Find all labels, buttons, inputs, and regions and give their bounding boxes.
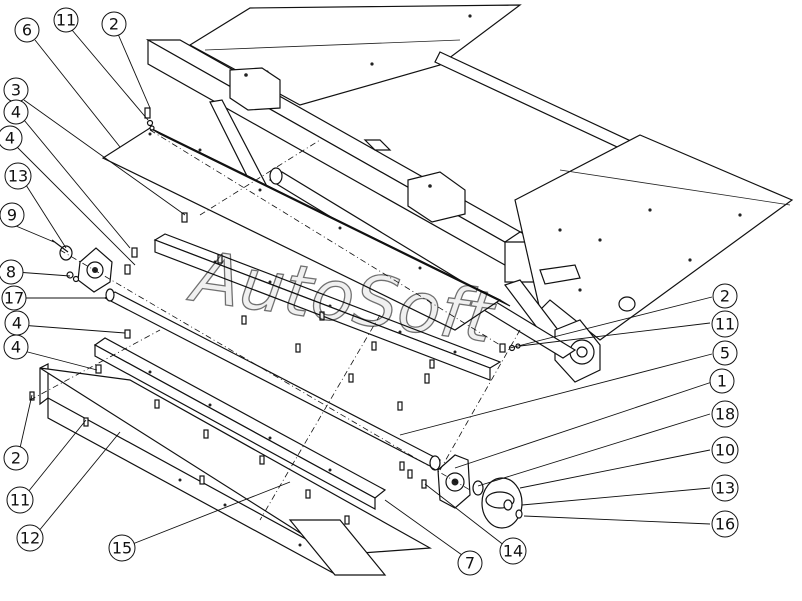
- strip-3: [153, 233, 502, 381]
- svg-text:11: 11: [10, 491, 30, 510]
- callout-2: 2: [101, 11, 127, 37]
- svg-text:13: 13: [715, 479, 735, 498]
- callout-10: 10: [711, 436, 739, 464]
- svg-text:8: 8: [6, 263, 16, 282]
- svg-text:15: 15: [112, 539, 132, 558]
- svg-text:2: 2: [11, 449, 21, 468]
- callout-11: 11: [711, 310, 739, 338]
- callout-15: 15: [108, 534, 136, 562]
- callout-6: 6: [14, 17, 40, 43]
- svg-text:13: 13: [8, 167, 28, 186]
- svg-text:2: 2: [109, 15, 119, 34]
- svg-text:10: 10: [715, 441, 735, 460]
- callout-3: 3: [3, 77, 29, 103]
- leader-lines: [15, 29, 713, 556]
- svg-text:16: 16: [715, 515, 735, 534]
- svg-text:14: 14: [503, 542, 523, 561]
- callout-2: 2: [712, 283, 738, 309]
- svg-text:6: 6: [22, 21, 32, 40]
- svg-text:4: 4: [11, 103, 21, 122]
- callout-12: 12: [16, 524, 44, 552]
- callout-4: 4: [3, 99, 29, 125]
- svg-text:1: 1: [717, 372, 727, 391]
- callout-11: 11: [6, 486, 34, 514]
- svg-text:4: 4: [11, 338, 21, 357]
- callout-17: 17: [1, 285, 27, 311]
- strip-lower: [93, 337, 387, 511]
- fasteners: [29, 107, 521, 525]
- callout-13: 13: [4, 162, 32, 190]
- svg-text:12: 12: [20, 529, 40, 548]
- callout-11: 11: [53, 7, 79, 33]
- shaft-5: [103, 288, 442, 471]
- svg-text:5: 5: [720, 344, 730, 363]
- callout-5: 5: [712, 340, 738, 366]
- svg-text:7: 7: [465, 554, 475, 573]
- svg-text:3: 3: [11, 81, 21, 100]
- callout-4: 4: [3, 334, 29, 360]
- frame-assembly: [145, 4, 794, 383]
- svg-text:4: 4: [12, 314, 22, 333]
- callout-1: 1: [709, 368, 735, 394]
- callout-13: 13: [711, 474, 739, 502]
- callout-16: 16: [711, 510, 739, 538]
- plate-12: [39, 363, 433, 576]
- callout-18: 18: [711, 400, 739, 428]
- svg-text:18: 18: [715, 405, 735, 424]
- svg-text:17: 17: [4, 289, 24, 308]
- right-bearing-group: [437, 454, 523, 529]
- svg-text:11: 11: [56, 11, 76, 30]
- callout-2: 2: [3, 445, 29, 471]
- left-bearing-group: [51, 239, 113, 293]
- svg-text:4: 4: [5, 129, 15, 148]
- svg-text:11: 11: [715, 315, 735, 334]
- callouts: 6 11 2 3 4 4 13 9 8 17 4 4 2 11 12 15 7 …: [0, 7, 739, 576]
- svg-text:2: 2: [720, 287, 730, 306]
- svg-text:9: 9: [7, 206, 17, 225]
- callout-4: 4: [0, 125, 23, 151]
- callout-9: 9: [0, 202, 25, 228]
- callout-7: 7: [457, 550, 483, 576]
- callout-14: 14: [499, 537, 527, 565]
- callout-8: 8: [0, 259, 24, 285]
- plate-6: [101, 127, 511, 331]
- callout-4: 4: [4, 310, 30, 336]
